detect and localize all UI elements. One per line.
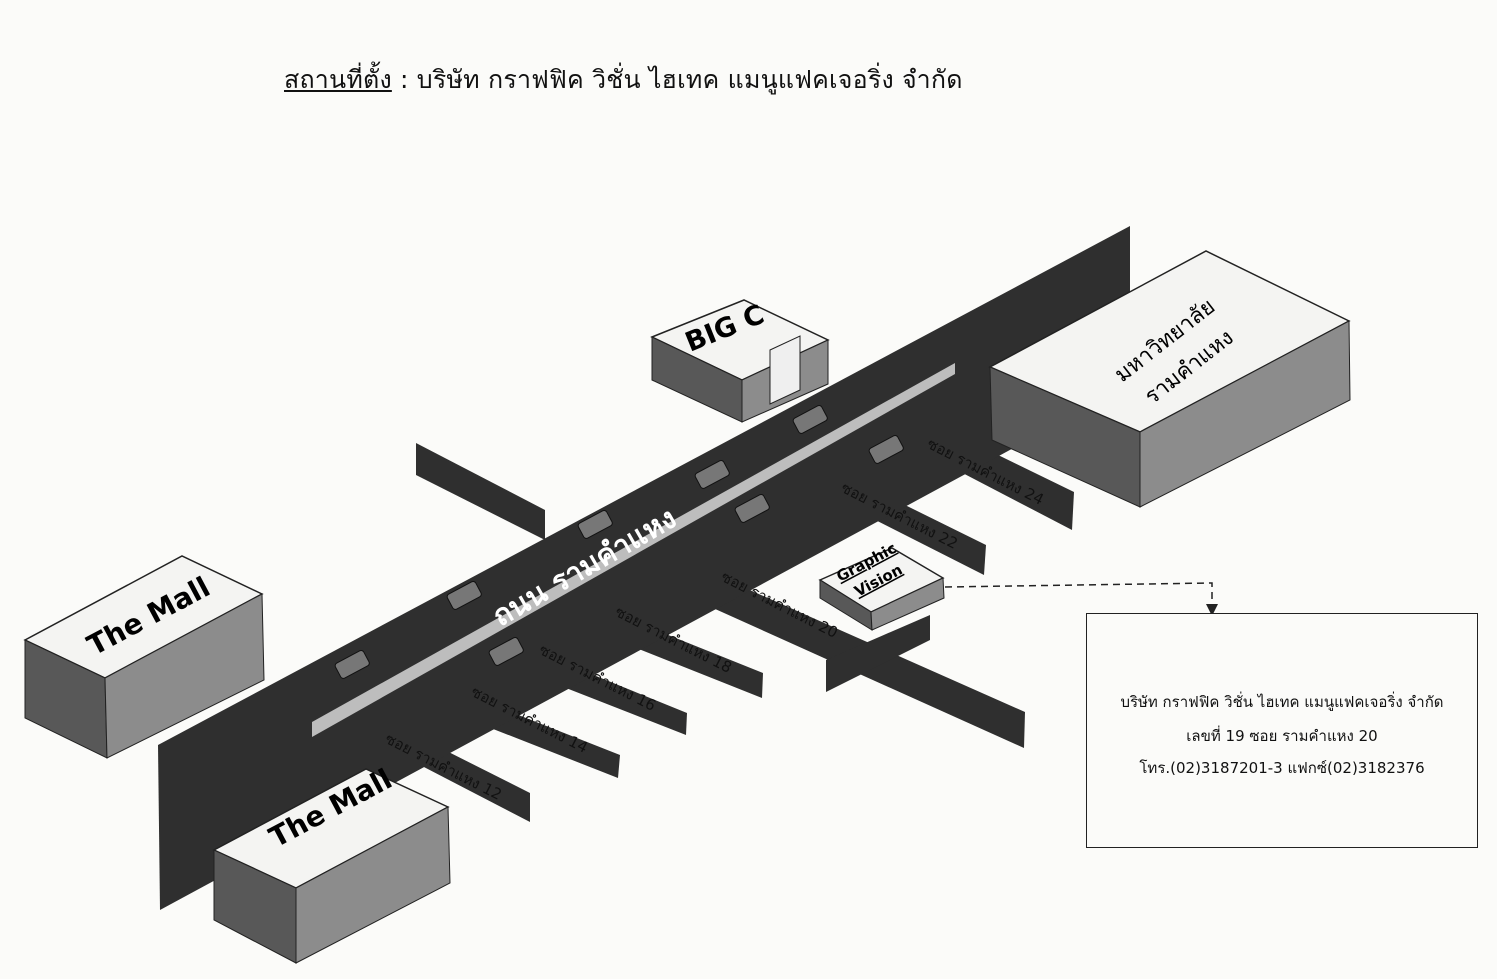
university-building: มหาวิทยาลัย รามคำแหง	[988, 250, 1351, 508]
info-phone-fax: โทร.(02)3187201-3 แฟกซ์(02)3182376	[1139, 759, 1425, 777]
road-median	[312, 363, 955, 737]
car-icon	[334, 649, 370, 679]
the-mall-1-building: The Mall	[23, 555, 265, 759]
info-company-name: บริษัท กราฟฟิค วิชั่น ไฮเทค แมนูแฟคเจอริ…	[1120, 693, 1444, 711]
bigc-entrance	[769, 335, 801, 405]
car-icon	[694, 459, 730, 489]
cross-road-left	[416, 443, 545, 540]
car-icon	[792, 404, 828, 434]
company-side	[870, 577, 945, 631]
soi-20-road	[664, 552, 1025, 748]
pointer-line	[944, 582, 1218, 616]
car-icon	[577, 509, 613, 539]
car-icon	[446, 580, 482, 610]
company-access-road	[826, 615, 930, 692]
main-road-surface	[158, 226, 1130, 910]
info-address: เลขที่ 19 ซอย รามคำแหง 20	[1186, 727, 1378, 745]
cars	[334, 404, 904, 679]
company-building: Graphic Vision	[818, 539, 945, 631]
car-icon	[734, 493, 770, 523]
dashed-connector	[944, 582, 1213, 606]
mall-1-side	[104, 593, 265, 759]
company-info-box: บริษัท กราฟฟิค วิชั่น ไฮเทค แมนูแฟคเจอริ…	[1086, 613, 1478, 848]
location-label: สถานที่ตั้ง	[284, 65, 392, 94]
car-icon	[488, 636, 524, 666]
company-name-title: บริษัท กราฟฟิค วิชั่น ไฮเทค แมนูแฟคเจอริ…	[416, 65, 963, 94]
the-mall-2-building: The Mall	[212, 762, 451, 964]
mall-2-side	[295, 806, 451, 964]
map-title: สถานที่ตั้ง : บริษัท กราฟฟิค วิชั่น ไฮเท…	[284, 60, 963, 100]
title-separator: :	[391, 65, 417, 94]
arrow-head-icon	[1206, 604, 1218, 616]
car-icon	[868, 434, 904, 464]
university-side	[1139, 320, 1351, 508]
main-road	[158, 226, 1130, 910]
